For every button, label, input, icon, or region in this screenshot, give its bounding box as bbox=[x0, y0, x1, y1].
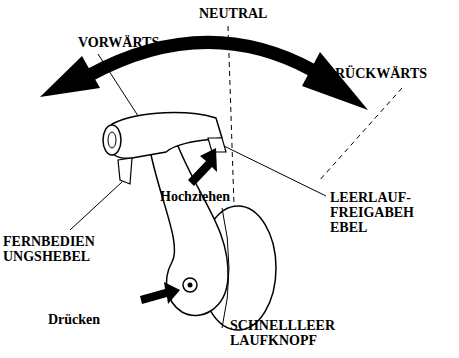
push-arrow bbox=[140, 282, 180, 304]
grip-end-cap bbox=[103, 125, 121, 155]
position-label: VORWÄRTS bbox=[78, 35, 159, 50]
grip-end-detail bbox=[108, 132, 116, 148]
fast-idle-knob bbox=[183, 278, 197, 292]
action-label: Drücken bbox=[48, 312, 100, 327]
arrowhead-forward bbox=[40, 56, 100, 97]
lever-grip bbox=[106, 113, 222, 159]
leader-line bbox=[224, 146, 326, 196]
part-label: LEERLAUF- FREIGABEH EBEL bbox=[330, 190, 430, 235]
action-label: Hochziehen bbox=[160, 189, 230, 204]
trigger-tab bbox=[118, 158, 132, 184]
part-label: FERNBEDIEN UNGSHEBEL bbox=[3, 234, 111, 264]
leader-line bbox=[70, 182, 122, 230]
part-label: SCHNELLLEER LAUFKNOPF bbox=[230, 318, 356, 348]
position-label: RÜCKWÄRTS bbox=[335, 66, 427, 81]
neutral-line bbox=[228, 26, 234, 205]
reverse-line bbox=[318, 88, 402, 182]
neutral-release-lever bbox=[208, 138, 226, 152]
leader-line bbox=[98, 54, 142, 122]
pull-up-arrow bbox=[188, 148, 217, 186]
arrowhead-reverse bbox=[302, 52, 368, 110]
knob-center bbox=[188, 283, 193, 288]
position-label: NEUTRAL bbox=[199, 6, 267, 21]
